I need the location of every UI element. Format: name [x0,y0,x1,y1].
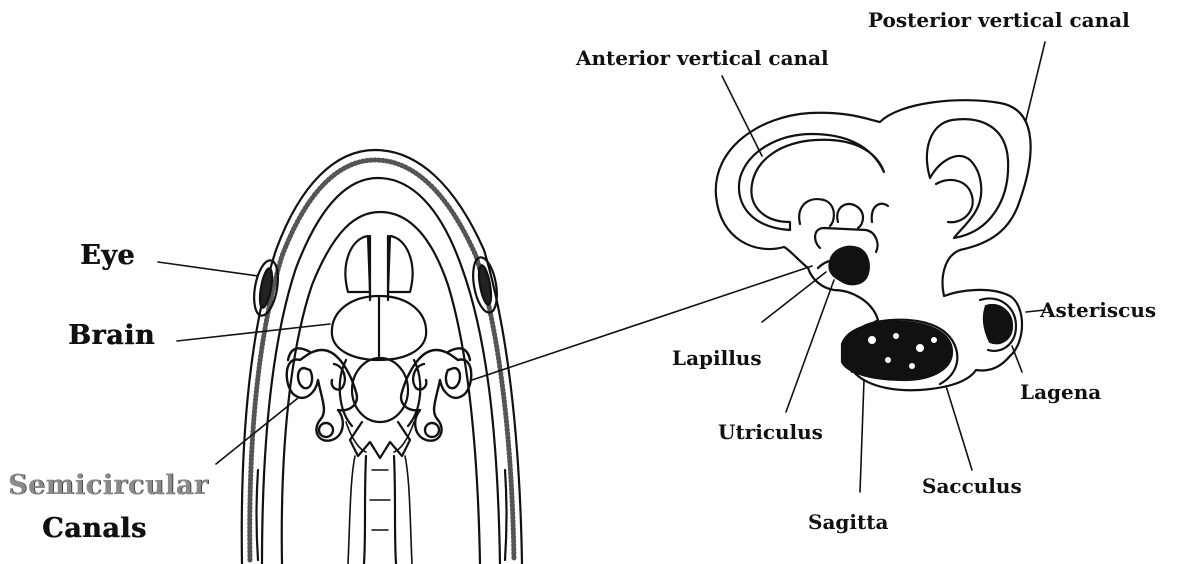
inner-ear [716,100,1031,390]
label-lagena: Lagena [1020,380,1101,404]
sagitta [842,322,952,380]
label-brain: Brain [68,320,155,351]
asteriscus [984,305,1012,343]
label-posterior-vertical-canal: Posterior vertical canal [868,8,1130,32]
label-semicircular: Semicircular [8,470,208,501]
brain-stem [350,422,410,458]
leader-lines [158,42,1045,492]
fish-head [242,150,522,564]
label-lapillus: Lapillus [672,346,762,370]
posterior-canal-inner [927,119,1008,238]
ear-left [287,348,357,440]
label-eye: Eye [80,240,135,271]
label-utriculus: Utriculus [718,420,823,444]
brain-cerebellum [352,358,408,422]
label-anterior-vertical-canal: Anterior vertical canal [576,46,829,70]
label-asteriscus: Asteriscus [1040,298,1156,322]
lapillus [829,247,868,285]
brain-olfactory [345,236,370,292]
label-sacculus: Sacculus [922,474,1022,498]
label-sagitta: Sagitta [808,510,888,534]
label-canals: Canals [42,513,147,544]
label-semicircular-line1: Semicircular [8,470,208,501]
